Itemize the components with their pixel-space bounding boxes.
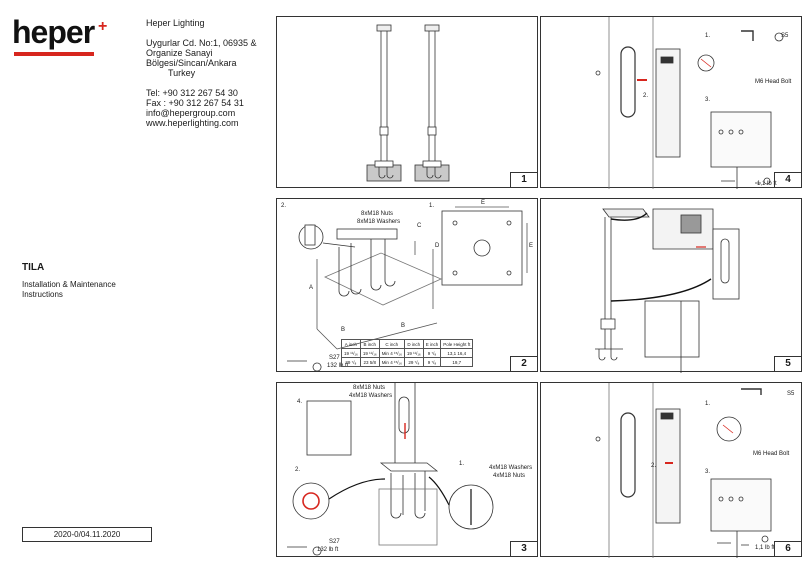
- luminaire-mounting-illustration: [595, 208, 740, 373]
- logo-underline: [14, 52, 94, 56]
- company-fax: Fax : +90 312 267 54 31: [146, 98, 244, 108]
- address-line-3: Bölgesi/Sincan/Ankara: [146, 58, 237, 68]
- p4-wrench-label: S5: [781, 33, 789, 39]
- revision-date-box: 2020-0/04.11.2020: [22, 527, 152, 542]
- anchor-bolt-illustration: [287, 206, 528, 372]
- panel-3-number: 3: [510, 541, 537, 556]
- p4-step-2: 2.: [643, 93, 649, 99]
- heper-logo: heper +: [12, 14, 110, 58]
- panel-2-number: 2: [510, 356, 537, 371]
- p2-dimension-table: A inch B inch C inch D inch E inch Pole …: [341, 339, 474, 367]
- company-tel: Tel: +90 312 267 54 30: [146, 88, 238, 98]
- logo-wordmark: heper: [12, 14, 95, 50]
- logo-plus-icon: +: [98, 18, 108, 35]
- p2-washers-label: 8xM18 Washers: [357, 219, 401, 225]
- p2-wrench-label: S27: [329, 355, 340, 361]
- p3-step-1: 1.: [459, 461, 465, 467]
- p6-wrench-label: S5: [787, 391, 795, 397]
- panel-4-door-removal: S5 1. 2. 3. M6 Head Bolt 1,1 lb ft 4: [540, 16, 802, 189]
- p2-step-2: 2.: [281, 203, 287, 209]
- subtitle-line-1: Installation & Maintenance: [22, 280, 116, 289]
- p6-bolt-label: M6 Head Bolt: [753, 451, 790, 457]
- table-header: Pole Height ft: [440, 339, 474, 349]
- table-cell: 23 5/8: [359, 357, 380, 367]
- table-header: B inch: [359, 339, 380, 349]
- p2-dim-C: C: [417, 223, 422, 229]
- address-line-1: Uygurlar Cd. No:1, 06935 &: [146, 38, 257, 48]
- table-header: E inch: [422, 339, 442, 349]
- p2-dim-D: D: [435, 243, 440, 249]
- p4-step-1: 1.: [705, 33, 711, 39]
- p3-step-2: 2.: [295, 467, 301, 473]
- p2-nuts-label: 8xM18 Nuts: [361, 211, 394, 217]
- p3-right-washers: 4xM18 Washers: [489, 465, 533, 471]
- table-header-row: A inch B inch C inch D inch E inch Pole …: [341, 339, 474, 349]
- p2-step-1: 1.: [429, 203, 435, 209]
- door-closing-illustration: [595, 383, 772, 558]
- company-web[interactable]: www.heperlighting.com: [146, 118, 239, 128]
- p3-step-4: 4.: [297, 399, 303, 405]
- p2-dim-B-left: B: [341, 327, 346, 333]
- p3-torque-label: 132 lb ft: [317, 547, 339, 553]
- p2-dim-A: A: [309, 285, 314, 291]
- p2-torque-label: 132 lb ft: [327, 363, 349, 369]
- panel-6-number: 6: [774, 541, 801, 556]
- panel-5-luminaire-mounting: 5: [540, 198, 802, 373]
- table-cell: 9 ⁷/₈: [422, 348, 442, 358]
- panel-4-number: 4: [774, 172, 801, 187]
- company-email[interactable]: info@hepergroup.com: [146, 108, 236, 118]
- subtitle-line-2: Instructions: [22, 290, 63, 299]
- address-line-2: Organize Sanayi: [146, 48, 213, 58]
- table-cell: 29 ⁷/₈: [341, 357, 361, 367]
- company-address-block: Heper Lighting Uygurlar Cd. No:1, 06935 …: [146, 18, 257, 128]
- table-cell: 13,1 16,4: [440, 348, 474, 358]
- table-header: A inch: [341, 339, 361, 349]
- pole-installation-illustration: [287, 383, 494, 556]
- p3-washers-label: 4xM18 Washers: [349, 393, 393, 399]
- table-cell: 19 ¹¹/₁₆: [359, 348, 380, 358]
- p6-torque-label: 1,1 lb ft: [755, 545, 775, 551]
- table-row: 29 ⁷/₈ 23 5/8 Min 4 ¹⁵/₁₆ 29 ⁷/₈ 9 ⁷/₈ 1…: [341, 357, 474, 367]
- product-subtitle: Installation & Maintenance Instructions: [22, 280, 116, 300]
- p2-dim-E-top: E: [481, 200, 486, 206]
- company-name: Heper Lighting: [146, 18, 205, 28]
- p3-nuts-label: 8xM18 Nuts: [353, 385, 386, 391]
- panel-2-anchor-dimensions: 2. 8xM18 Nuts 8xM18 Washers 1. E E C D A…: [276, 198, 538, 372]
- p4-step-3: 3.: [705, 97, 711, 103]
- p4-torque-label: 1,1 lb ft: [757, 181, 777, 187]
- product-name: TILA: [22, 262, 45, 273]
- address-line-4: Turkey: [168, 68, 196, 78]
- table-cell: 19,7: [440, 357, 474, 367]
- panel-1-number: 1: [510, 172, 537, 187]
- p4-bolt-label: M6 Head Bolt: [755, 79, 792, 85]
- p3-wrench-label: S27: [329, 539, 340, 545]
- table-cell: 19 ¹¹/₁₆: [403, 348, 424, 358]
- table-row: 19 ¹¹/₁₆ 19 ¹¹/₁₆ Min 4 ¹⁵/₁₆ 19 ¹¹/₁₆ 9…: [341, 348, 474, 358]
- p3-right-nuts: 4xM18 Nuts: [493, 473, 526, 479]
- panel-1-poles-on-foundation: 1: [276, 16, 538, 188]
- table-header: C inch: [378, 339, 405, 349]
- panel-5-number: 5: [774, 356, 801, 371]
- panel-6-door-closing: S5 1. 2. 3. M6 Head Bolt 1,1 lb ft 6: [540, 382, 802, 558]
- table-cell: Min 4 ¹⁵/₁₆: [378, 357, 405, 367]
- table-cell: 29 ⁷/₈: [403, 357, 424, 367]
- table-header: D inch: [403, 339, 424, 349]
- panel-3-pole-installation: 8xM18 Nuts 4xM18 Washers 4. 2. 1. 4xM18 …: [276, 382, 538, 557]
- table-cell: 19 ¹¹/₁₆: [341, 348, 361, 358]
- door-access-illustration: [595, 17, 784, 189]
- pole-foundation-illustration: [366, 24, 450, 182]
- p6-step-1: 1.: [705, 401, 711, 407]
- table-cell: 9 ⁷/₈: [422, 357, 442, 367]
- table-cell: Min 4 ¹⁵/₁₆: [378, 348, 405, 358]
- p6-step-3: 3.: [705, 469, 711, 475]
- p2-dim-B-right: B: [401, 323, 406, 329]
- p2-dim-E-side: E: [529, 243, 534, 249]
- p6-step-2: 2.: [651, 463, 657, 469]
